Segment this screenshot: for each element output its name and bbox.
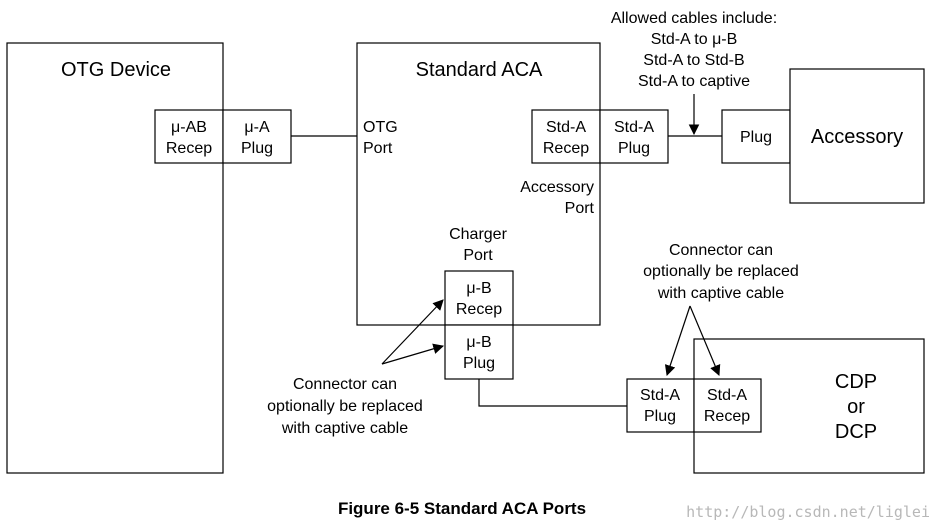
ua-plug-label-1: μ-A	[244, 119, 270, 136]
allowed-cable-2: Std-A to Std-B	[643, 52, 744, 69]
stda-recep-bottom-box	[693, 378, 762, 433]
ub-plug-label-2: Plug	[463, 355, 495, 372]
note-left-line-1: Connector can	[293, 376, 397, 393]
otg-port-label-1: OTG	[363, 119, 398, 136]
plug-box-label: Plug	[740, 129, 772, 146]
stda-recep-bottom-label-1: Std-A	[707, 387, 747, 404]
otg-device-box	[6, 42, 224, 474]
ub-plug-label-1: μ-B	[466, 334, 491, 351]
ub-recep-box	[444, 270, 514, 326]
charger-port-label-1: Charger	[449, 226, 507, 243]
cdp-label-2: or	[847, 396, 865, 418]
accessory-port-label-2: Port	[565, 200, 595, 217]
stda-recep-bottom-label-2: Recep	[704, 408, 750, 425]
ub-recep-label-2: Recep	[456, 301, 502, 318]
note-right-line-3: with captive cable	[657, 285, 784, 302]
cdp-label-1: CDP	[835, 371, 877, 393]
otg-device-title: OTG Device	[61, 59, 171, 81]
note-left-line-3: with captive cable	[281, 420, 408, 437]
figure-caption: Figure 6-5 Standard ACA Ports	[338, 499, 586, 518]
otg-port-label-2: Port	[363, 140, 393, 157]
ub-plug-box	[444, 324, 514, 380]
note-left-arrow-lower	[381, 343, 445, 365]
note-right-arrow-right	[689, 305, 721, 376]
stda-plug-top-label-2: Plug	[618, 140, 650, 157]
ub-recep-label-1: μ-B	[466, 280, 491, 297]
charger-port-label-2: Port	[463, 247, 493, 264]
charger-cable-line	[478, 379, 627, 407]
stda-plug-bottom-box	[626, 378, 695, 433]
note-right-arrow-left	[664, 305, 691, 377]
stda-recep-top-label-1: Std-A	[546, 119, 586, 136]
stda-plug-bottom-label-1: Std-A	[640, 387, 680, 404]
note-left-arrow-upper	[381, 299, 444, 365]
allowed-cable-3: Std-A to captive	[638, 73, 750, 90]
stda-recep-top-label-2: Recep	[543, 140, 589, 157]
allowed-cables-heading: Allowed cables include:	[611, 10, 777, 27]
standard-aca-title: Standard ACA	[416, 59, 543, 81]
plug-box	[721, 109, 791, 164]
stda-plug-bottom-label-2: Plug	[644, 408, 676, 425]
cdp-label-3: DCP	[835, 421, 877, 443]
note-right-line-1: Connector can	[669, 242, 773, 259]
accessory-label: Accessory	[811, 126, 903, 148]
stda-plug-top-label-1: Std-A	[614, 119, 654, 136]
accessory-port-label-1: Accessory	[520, 179, 594, 196]
allowed-cable-1: Std-A to μ-B	[651, 31, 738, 48]
watermark: http://blog.csdn.net/liglei	[686, 503, 930, 521]
uab-recep-label-1: μ-AB	[171, 119, 207, 136]
note-right-line-2: optionally be replaced	[643, 263, 799, 280]
uab-recep-box	[154, 109, 224, 164]
uab-recep-label-2: Recep	[166, 140, 212, 157]
note-left-line-2: optionally be replaced	[267, 398, 423, 415]
accessory-box	[789, 68, 925, 204]
ua-plug-label-2: Plug	[241, 140, 273, 157]
ua-plug-box	[222, 109, 292, 164]
